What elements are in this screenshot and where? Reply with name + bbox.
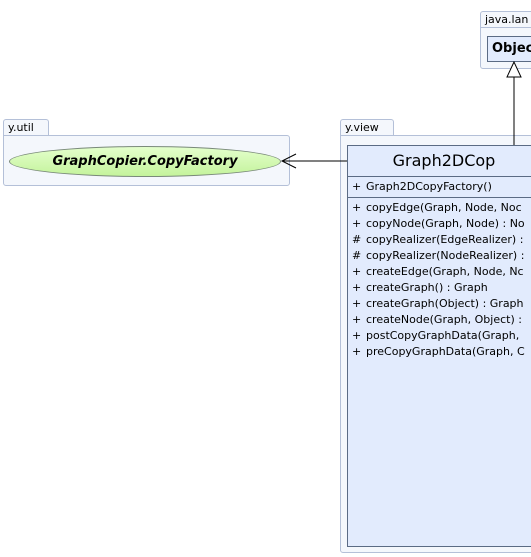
package-label-java-lang: java.lan — [485, 13, 529, 26]
visibility-marker: + — [352, 180, 362, 193]
dependency-edge — [280, 153, 347, 169]
visibility-marker: + — [352, 265, 362, 278]
class-object-label: Objec — [492, 41, 531, 56]
method-signature: copyRealizer(NodeRealizer) : — [366, 249, 525, 262]
method-signature: copyNode(Graph, Node) : No — [366, 217, 525, 230]
method-signature: createGraph(Object) : Graph — [366, 297, 524, 310]
visibility-marker: + — [352, 297, 362, 310]
interface-copy-factory-label: GraphCopier.CopyFactory — [52, 154, 238, 169]
constructors-section: + Graph2DCopyFactory() — [348, 177, 531, 198]
generalization-edge — [506, 60, 522, 145]
constructor-signature: Graph2DCopyFactory() — [366, 180, 492, 193]
method-row[interactable]: + createNode(Graph, Object) : — [348, 312, 531, 328]
visibility-marker: + — [352, 313, 362, 326]
package-label-y-view: y.view — [345, 121, 379, 134]
methods-section: + copyEdge(Graph, Node, Noc + copyNode(Grap… — [348, 198, 531, 362]
constructor-row[interactable]: + Graph2DCopyFactory() — [348, 179, 531, 195]
method-row[interactable]: + copyEdge(Graph, Node, Noc — [348, 200, 531, 216]
visibility-marker: + — [352, 329, 362, 342]
visibility-marker: + — [352, 201, 362, 214]
package-label-y-util: y.util — [8, 121, 34, 134]
method-row[interactable]: + createGraph(Object) : Graph — [348, 296, 531, 312]
visibility-marker: # — [352, 233, 362, 246]
package-tab-y-view[interactable]: y.view — [340, 119, 394, 136]
method-row[interactable]: + copyNode(Graph, Node) : No — [348, 216, 531, 232]
visibility-marker: + — [352, 345, 362, 358]
class-graph2d-copy-factory[interactable]: Graph2DCop + Graph2DCopyFactory() + copyEd… — [347, 145, 531, 547]
method-signature: copyEdge(Graph, Node, Noc — [366, 201, 522, 214]
method-signature: createGraph() : Graph — [366, 281, 488, 294]
package-tab-java-lang[interactable]: java.lan — [480, 11, 531, 28]
method-signature: copyRealizer(EdgeRealizer) : — [366, 233, 524, 246]
class-object[interactable]: Objec — [487, 36, 531, 62]
interface-copy-factory[interactable]: GraphCopier.CopyFactory — [9, 146, 281, 177]
method-signature: postCopyGraphData(Graph, — [366, 329, 520, 342]
visibility-marker: + — [352, 217, 362, 230]
method-row[interactable]: # copyRealizer(EdgeRealizer) : — [348, 232, 531, 248]
method-signature: preCopyGraphData(Graph, C — [366, 345, 525, 358]
visibility-marker: + — [352, 281, 362, 294]
method-row[interactable]: + createGraph() : Graph — [348, 280, 531, 296]
visibility-marker: # — [352, 249, 362, 262]
method-row[interactable]: + createEdge(Graph, Node, Nc — [348, 264, 531, 280]
method-row[interactable]: # copyRealizer(NodeRealizer) : — [348, 248, 531, 264]
method-row[interactable]: + postCopyGraphData(Graph, — [348, 328, 531, 344]
method-signature: createNode(Graph, Object) : — [366, 313, 522, 326]
method-signature: createEdge(Graph, Node, Nc — [366, 265, 524, 278]
class-title: Graph2DCop — [348, 146, 531, 177]
method-row[interactable]: + preCopyGraphData(Graph, C — [348, 344, 531, 360]
package-tab-y-util[interactable]: y.util — [3, 119, 49, 136]
